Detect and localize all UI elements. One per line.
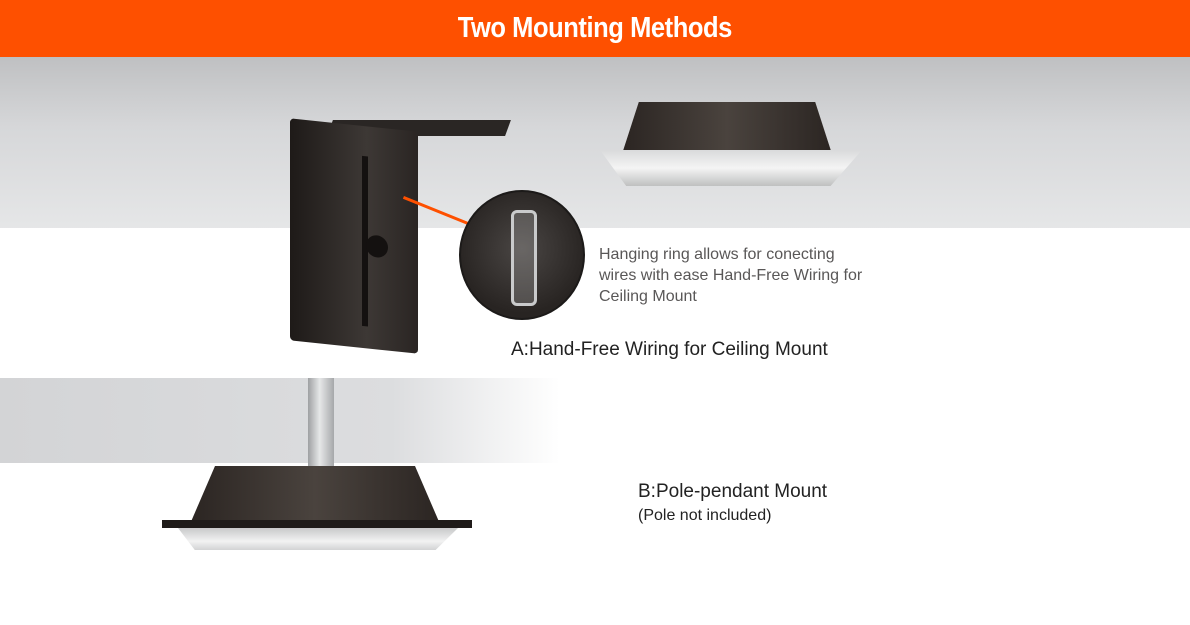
- method-b-label: B:Pole-pendant Mount: [638, 481, 828, 502]
- fixture-housing: [190, 466, 440, 524]
- ceiling-fixture-image: [600, 98, 862, 188]
- pole-ceiling-background: [0, 378, 560, 463]
- fixture-trim: [162, 520, 472, 528]
- method-a-panel: [0, 228, 1190, 378]
- ceiling-background: [0, 57, 1190, 232]
- fixture-housing: [622, 102, 832, 154]
- fixture-lens: [600, 150, 862, 186]
- method-a-label: A:Hand-Free Wiring for Ceiling Mount: [511, 339, 828, 360]
- hanging-ring: [511, 210, 537, 306]
- fixture-hole: [366, 234, 388, 259]
- header-banner: Two Mounting Methods: [0, 0, 1190, 57]
- pendant-fixture-image: [162, 466, 472, 550]
- fixture-lens: [178, 528, 458, 550]
- page-title: Two Mounting Methods: [457, 12, 733, 44]
- fixture-hanging-image: [290, 118, 418, 354]
- method-a-description: Hanging ring allows for conecting wires …: [599, 246, 863, 305]
- method-b-note: (Pole not included): [638, 507, 772, 524]
- pole-image: [308, 378, 334, 474]
- hanging-ring-closeup-image: [459, 190, 585, 320]
